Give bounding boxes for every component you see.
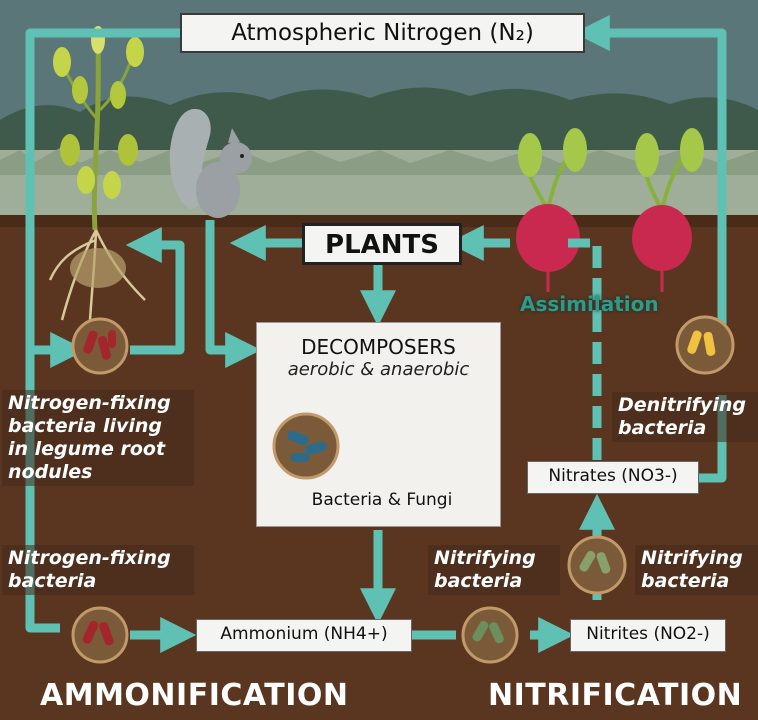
assimilation-dashed-arrow <box>567 238 602 460</box>
beet-icon <box>516 128 587 292</box>
bacteria-icon <box>71 317 129 375</box>
atmospheric-nitrogen-box: Atmospheric Nitrogen (N₂) <box>180 13 585 53</box>
nitrates-box: Nitrates (NO3-) <box>527 461 699 494</box>
plants-box: PLANTS <box>302 223 462 265</box>
nitrifying-bacteria-label-left: Nitrifying bacteria <box>428 545 560 595</box>
ammonium-box: Ammonium (NH4+) <box>196 619 412 652</box>
decomposers-box: DECOMPOSERS aerobic & anaerobic Bacteria… <box>256 322 501 527</box>
nitrifying-bacteria-label-right: Nitrifying bacteria <box>635 545 758 595</box>
bacteria-icon <box>675 315 735 375</box>
bacteria-fungi-caption: Bacteria & Fungi <box>287 488 477 512</box>
denitrifying-bacteria-label: Denitrifying bacteria <box>612 392 758 442</box>
beet-icon <box>632 128 704 292</box>
nitrogen-fixing-bacteria-label: Nitrogen-fixing bacteria <box>2 545 194 595</box>
legume-plant-icon <box>48 26 146 321</box>
decomposers-subtitle: aerobic & anaerobic <box>287 359 470 380</box>
ammonification-label: AMMONIFICATION <box>40 678 349 713</box>
legume-bacteria-label: Nitrogen-fixing bacteria living in legum… <box>2 390 194 486</box>
squirrel-icon <box>169 108 252 218</box>
nitrification-label: NITRIFICATION <box>488 678 743 713</box>
bacteria-icon <box>272 412 340 480</box>
bacteria-icon <box>461 606 519 664</box>
cycle-arrows <box>25 15 727 653</box>
bacteria-icon <box>567 535 627 595</box>
decomposers-title: DECOMPOSERS <box>301 335 456 359</box>
nitrites-box: Nitrites (NO2-) <box>570 619 726 652</box>
bacteria-icon <box>71 606 129 664</box>
assimilation-label: Assimilation <box>520 292 659 316</box>
